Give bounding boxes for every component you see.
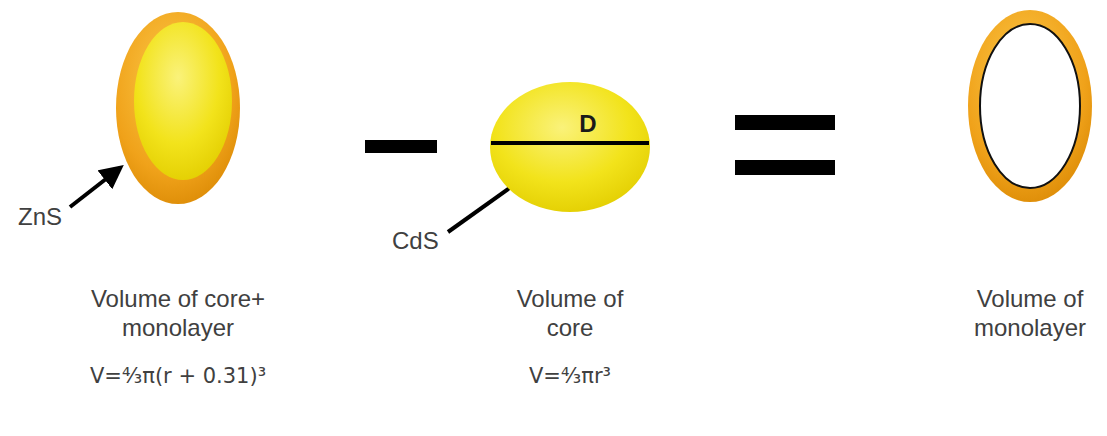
zns-shell	[116, 12, 240, 204]
minus-sign	[365, 140, 437, 153]
ellipse-outline	[490, 82, 650, 212]
monolayer-ring	[968, 10, 1092, 202]
equals-sign	[735, 115, 835, 130]
equals-sign	[735, 160, 835, 175]
material-label: ZnS	[18, 202, 62, 231]
volume-formula: V=⁴⁄₃π(r + 0.31)³	[90, 362, 266, 391]
cds-core	[134, 22, 232, 180]
core-ellipse: D	[490, 82, 650, 212]
hollow-core	[980, 24, 1080, 188]
volume-formula: V=⁴⁄₃πr³	[529, 362, 611, 391]
volume-caption: Volume of core+ monolayer	[78, 284, 278, 342]
material-label: CdS	[392, 226, 439, 255]
diameter-line	[491, 141, 649, 145]
dimension-label: D	[579, 111, 596, 137]
leader-arrow	[70, 168, 120, 207]
volume-caption: Volume of monolayer	[965, 284, 1095, 342]
volume-caption: Volume of core	[505, 284, 635, 342]
